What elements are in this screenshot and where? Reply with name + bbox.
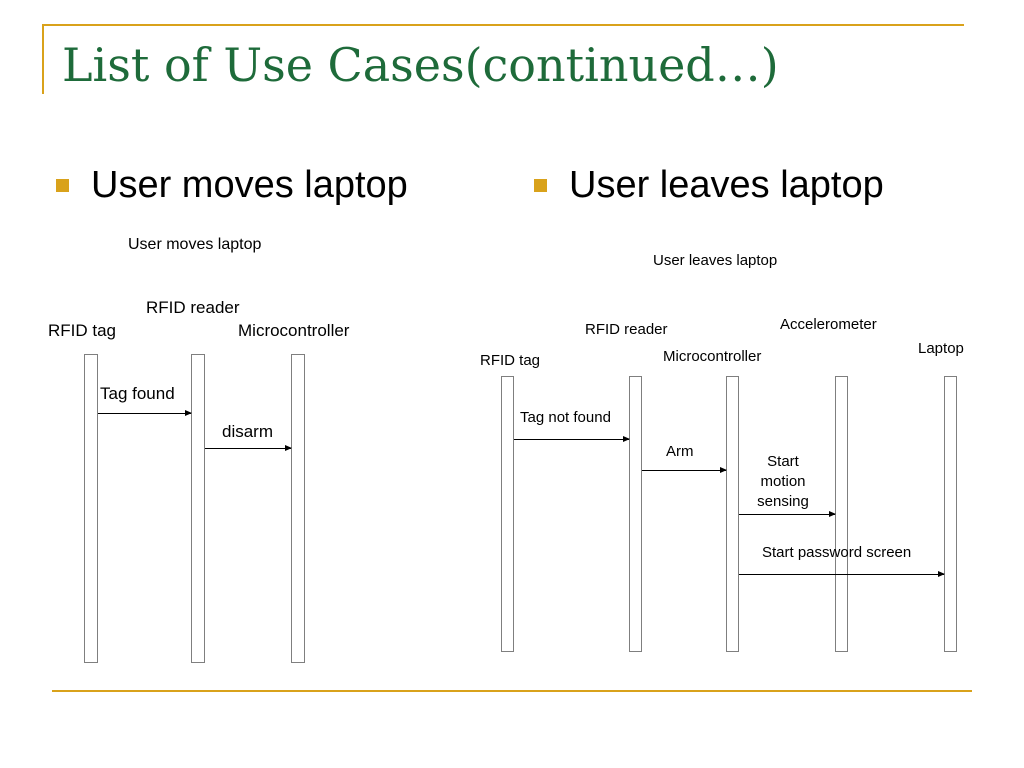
message-arrow-disarm bbox=[205, 445, 292, 451]
participant-label-rfid-tag: RFID tag bbox=[480, 352, 541, 369]
lifeline-accelerometer bbox=[835, 376, 848, 652]
lifeline-microcontroller bbox=[291, 354, 305, 663]
message-label-line: Start bbox=[767, 453, 799, 470]
lifeline-laptop bbox=[944, 376, 957, 652]
frame-top-rule bbox=[42, 24, 964, 26]
message-label-tag-not-found: Tag not found bbox=[520, 409, 611, 426]
message-label-tag-found: Tag found bbox=[100, 384, 175, 403]
diagram-title: User leaves laptop bbox=[653, 252, 778, 269]
participant-label-microcontroller: Microcontroller bbox=[663, 348, 762, 365]
message-label-line: sensing bbox=[757, 493, 809, 510]
participant-label-rfid-reader: RFID reader bbox=[146, 298, 240, 317]
message-label-arm: Arm bbox=[666, 443, 694, 460]
lifeline-rfid-reader bbox=[629, 376, 642, 652]
message-arrow-tag-found bbox=[98, 410, 192, 416]
message-label-line: motion bbox=[760, 473, 806, 490]
message-label-start-motion-sensing: Start motion sensing bbox=[748, 452, 818, 512]
frame-bottom-rule bbox=[52, 690, 972, 692]
participant-label-accelerometer: Accelerometer bbox=[780, 316, 877, 333]
bullet-item-user-moves-laptop: User moves laptop bbox=[56, 164, 408, 207]
bullet-label: User leaves laptop bbox=[569, 164, 884, 206]
participant-label-microcontroller: Microcontroller bbox=[238, 321, 350, 340]
message-label-start-password-screen: Start password screen bbox=[762, 544, 912, 561]
diagram-title: User moves laptop bbox=[128, 236, 262, 253]
bullet-square-icon bbox=[56, 179, 69, 192]
message-arrow-start-password-screen bbox=[739, 571, 945, 577]
bullet-label: User moves laptop bbox=[91, 164, 408, 206]
lifeline-microcontroller bbox=[726, 376, 739, 652]
bullet-square-icon bbox=[534, 179, 547, 192]
participant-label-rfid-tag: RFID tag bbox=[48, 321, 117, 340]
bullet-item-user-leaves-laptop: User leaves laptop bbox=[534, 164, 884, 207]
participant-label-rfid-reader: RFID reader bbox=[585, 321, 668, 338]
lifeline-rfid-tag bbox=[501, 376, 514, 652]
slide-title: List of Use Cases(continued…) bbox=[62, 38, 779, 92]
participant-label-laptop: Laptop bbox=[918, 340, 964, 357]
lifeline-rfid-tag bbox=[84, 354, 98, 663]
message-arrow-tag-not-found bbox=[514, 436, 630, 442]
message-arrow-start-motion-sensing bbox=[739, 511, 836, 517]
lifeline-rfid-reader bbox=[191, 354, 205, 663]
message-label-disarm: disarm bbox=[222, 422, 274, 441]
message-arrow-arm bbox=[642, 467, 727, 473]
frame-left-rule bbox=[42, 24, 44, 94]
